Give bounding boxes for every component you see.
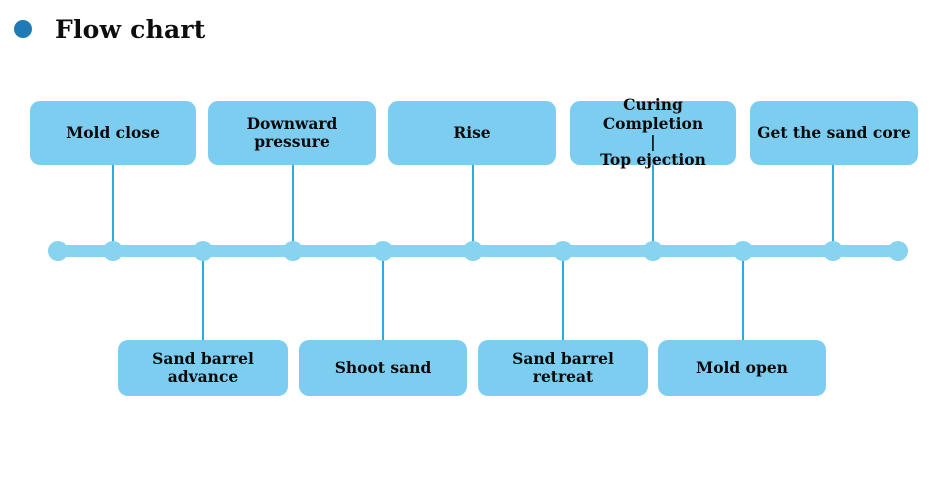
top-step-box[interactable]: Get the sand core [750,101,918,165]
top-connector-line [652,165,654,251]
top-step-label: Rise [453,122,491,142]
timeline-dot [193,241,213,261]
bottom-connector-line [742,251,744,340]
top-step-box[interactable]: Downward pressure [208,101,376,165]
timeline-dot [283,241,303,261]
bottom-connector-line [202,251,204,340]
timeline-dot [823,241,843,261]
top-connector-line [832,165,834,251]
bottom-step-label: Mold open [696,357,788,377]
bottom-step-box[interactable]: Mold open [658,340,826,396]
top-step-label: Curing Completion | Top ejection [600,95,706,170]
timeline-dot [373,241,393,261]
bottom-step-label: Sand barrel retreat [512,348,614,386]
bottom-step-label: Sand barrel advance [152,348,254,386]
timeline-dot [888,241,908,261]
top-step-label: Mold close [66,122,160,142]
page-title: Flow chart [14,12,205,46]
top-step-box[interactable]: Curing Completion | Top ejection [570,96,736,169]
top-connector-line [292,165,294,251]
bottom-connector-line [382,251,384,340]
bottom-step-label: Shoot sand [334,357,432,377]
timeline-dot [463,241,483,261]
top-connector-line [472,165,474,251]
timeline-dot [553,241,573,261]
top-connector-line [112,165,114,251]
timeline-dot [643,241,663,261]
bottom-step-box[interactable]: Sand barrel retreat [478,340,648,396]
bottom-step-box[interactable]: Sand barrel advance [118,340,288,396]
top-step-box[interactable]: Mold close [30,101,196,165]
bottom-step-box[interactable]: Shoot sand [299,340,467,396]
timeline-dot [103,241,123,261]
top-step-label: Get the sand core [757,122,911,142]
timeline-dot [733,241,753,261]
page-title-text: Flow chart [55,14,206,44]
top-step-label: Downward pressure [246,113,338,151]
timeline-dot [48,241,68,261]
top-step-box[interactable]: Rise [388,101,556,165]
bottom-connector-line [562,251,564,340]
bullet-dot-icon [14,20,32,38]
